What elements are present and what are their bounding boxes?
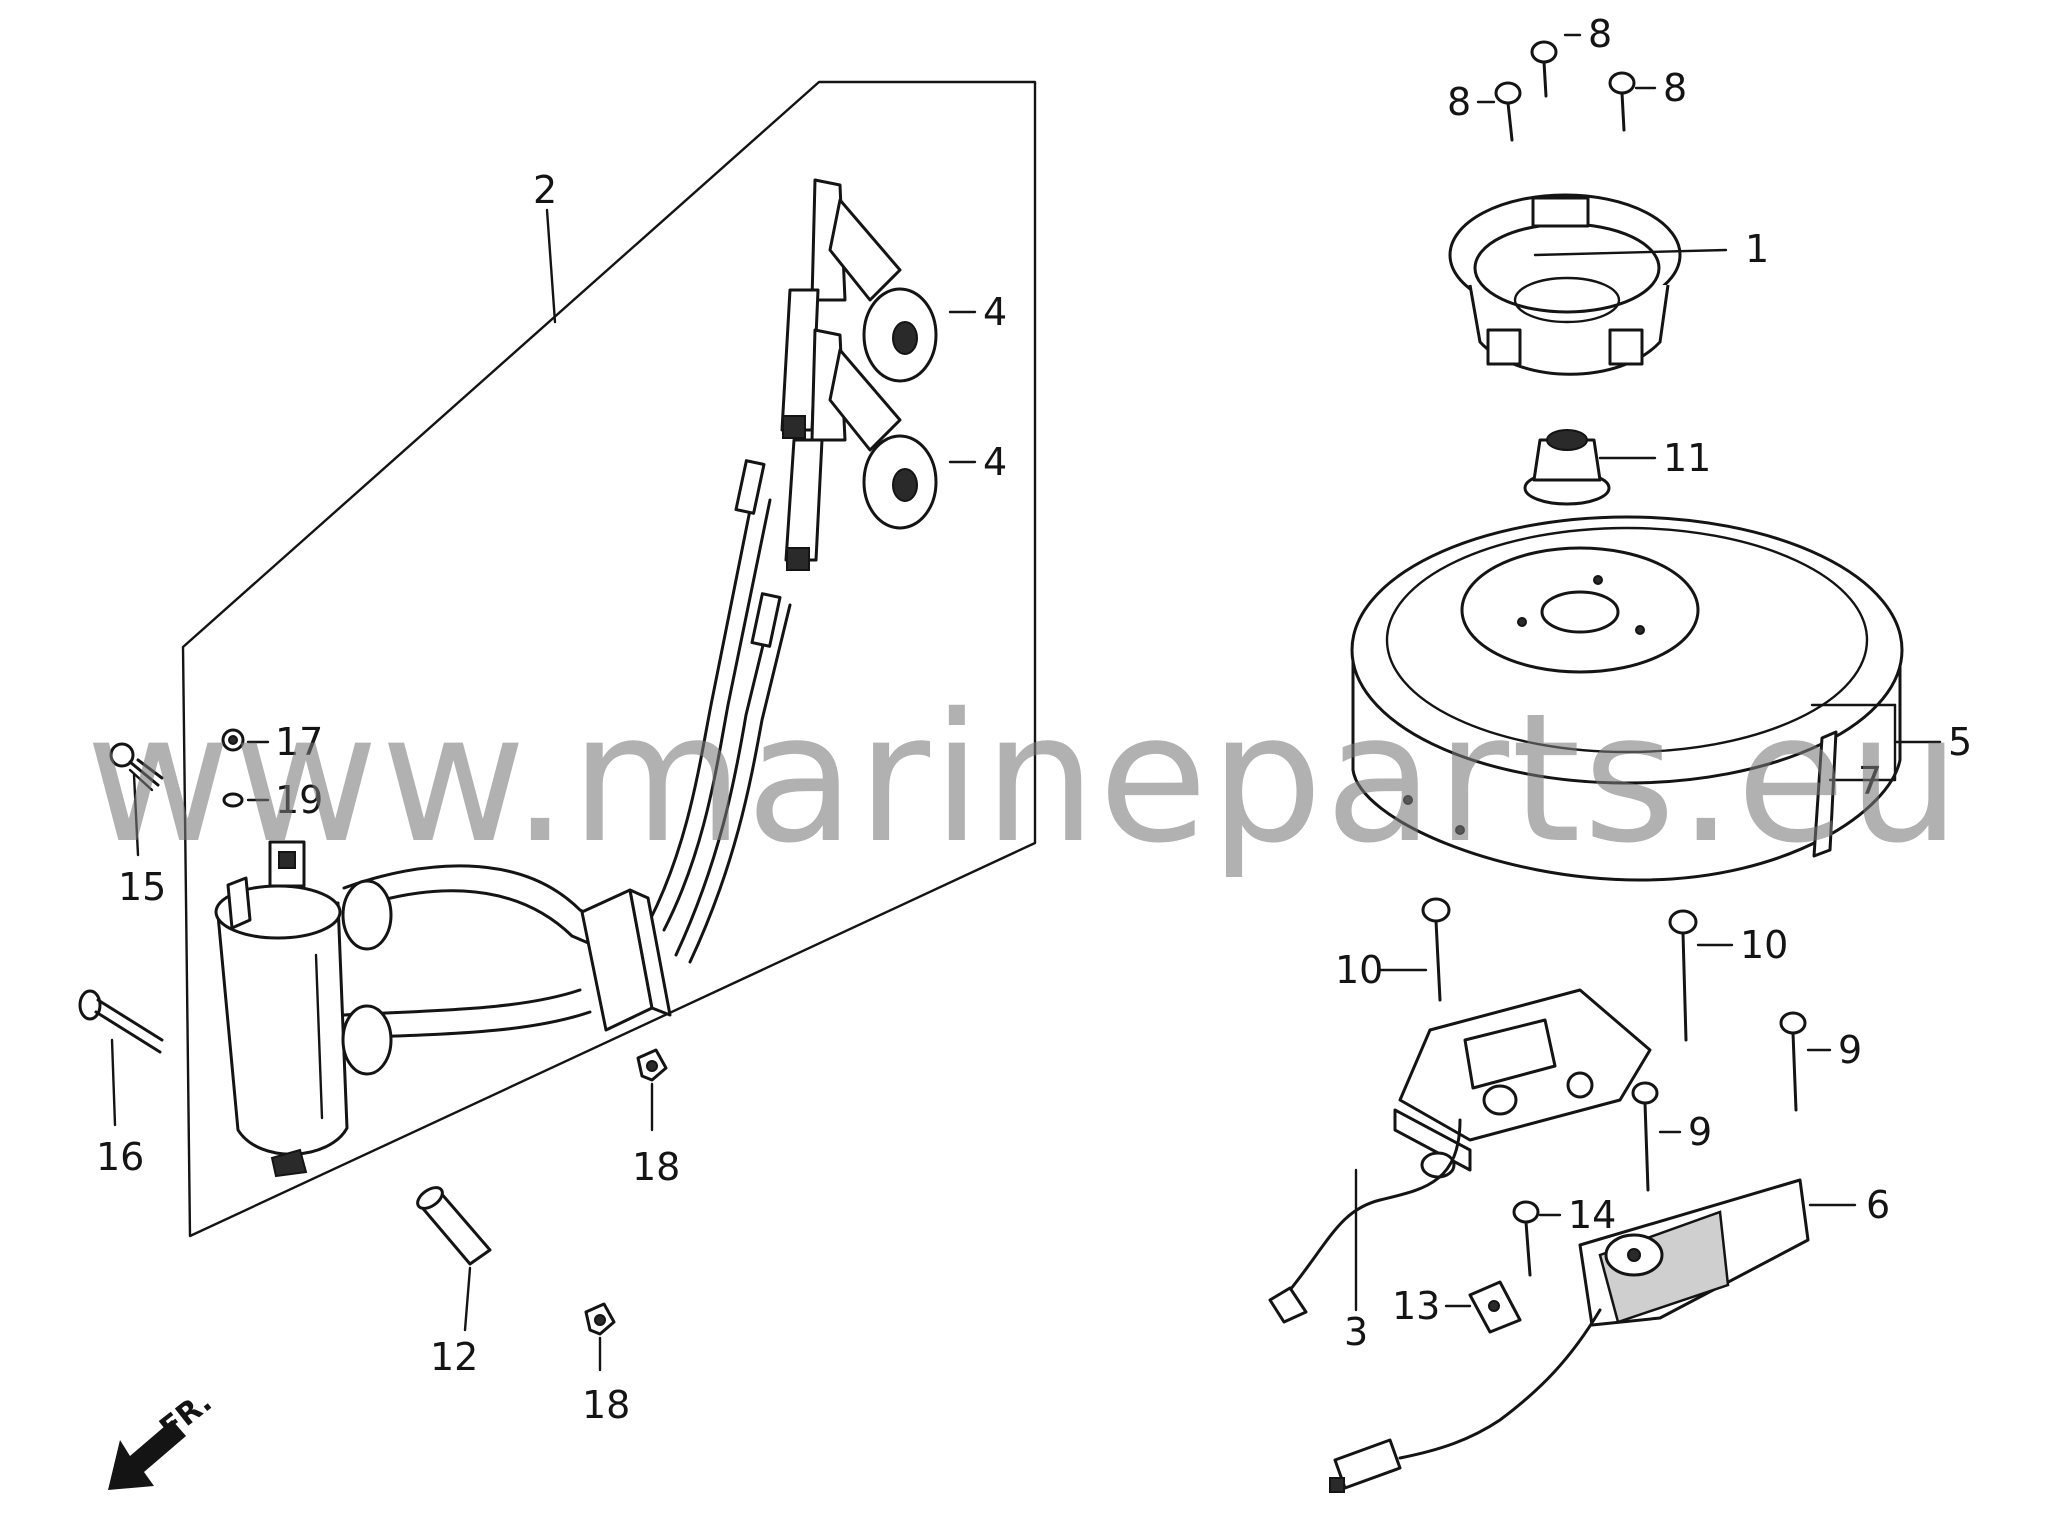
callout-10-left: 10	[1335, 948, 1383, 992]
leader-lines	[110, 33, 1942, 1372]
bolt-9-right	[1779, 1011, 1807, 1112]
callout-13: 13	[1392, 1284, 1440, 1328]
callout-2: 2	[533, 168, 557, 212]
bolt-8-top	[1530, 40, 1558, 98]
callout-5: 5	[1948, 720, 1972, 764]
callout-19: 19	[275, 778, 323, 822]
pulser-coil-6	[1329, 1178, 1810, 1493]
woodruff-key-7	[1812, 730, 1838, 858]
bolt-8-right	[1608, 71, 1636, 132]
callout-11: 11	[1663, 436, 1711, 480]
lead-holder-clip	[580, 888, 672, 1032]
screw-15	[109, 742, 164, 792]
washer-17	[221, 728, 245, 752]
ignition-coil-group-outline	[181, 80, 1037, 1238]
nut-18-upper	[636, 1048, 668, 1082]
lead-wire-3	[1268, 1118, 1462, 1324]
bolt-14	[1512, 1200, 1540, 1277]
wire-clamp-13	[1468, 1280, 1522, 1334]
callout-9-right: 9	[1838, 1028, 1862, 1072]
callout-16: 16	[96, 1135, 144, 1179]
ignition-coil-body	[214, 840, 393, 1178]
bolt-10-right	[1668, 909, 1698, 1042]
bolt-16	[78, 989, 164, 1054]
starter-pulley	[1448, 193, 1682, 376]
callout-12: 12	[430, 1335, 478, 1379]
high-tension-leads	[342, 459, 792, 1040]
bolt-9-middle	[1631, 1081, 1659, 1192]
callout-10-right: 10	[1740, 923, 1788, 967]
callout-15: 15	[118, 865, 166, 909]
callout-7: 7	[1858, 759, 1882, 803]
charge-coil-assembly	[1393, 988, 1652, 1179]
callout-14: 14	[1568, 1193, 1616, 1237]
callout-4-upper: 4	[983, 290, 1007, 334]
nut-18-lower	[584, 1302, 616, 1336]
flywheel	[1350, 515, 1904, 882]
callout-8-right: 8	[1663, 66, 1687, 110]
bolt-8-left	[1494, 81, 1522, 142]
bolt-10-left	[1421, 897, 1451, 1002]
callout-1: 1	[1745, 227, 1769, 271]
spark-plug-cap-lower	[784, 328, 938, 571]
callout-3: 3	[1344, 1310, 1368, 1354]
flange-nut-11	[1523, 429, 1611, 506]
callout-8-top: 8	[1588, 12, 1612, 56]
callout-18-lower: 18	[582, 1383, 630, 1427]
callout-4-lower: 4	[983, 440, 1007, 484]
callout-6: 6	[1866, 1183, 1890, 1227]
callout-9-middle: 9	[1688, 1110, 1712, 1154]
callout-8-left: 8	[1447, 80, 1471, 124]
sleeve-12	[416, 1186, 492, 1266]
callout-17: 17	[275, 720, 323, 764]
callout-18-upper: 18	[632, 1145, 680, 1189]
front-direction-arrow	[108, 1420, 186, 1490]
washer-19	[222, 792, 244, 808]
